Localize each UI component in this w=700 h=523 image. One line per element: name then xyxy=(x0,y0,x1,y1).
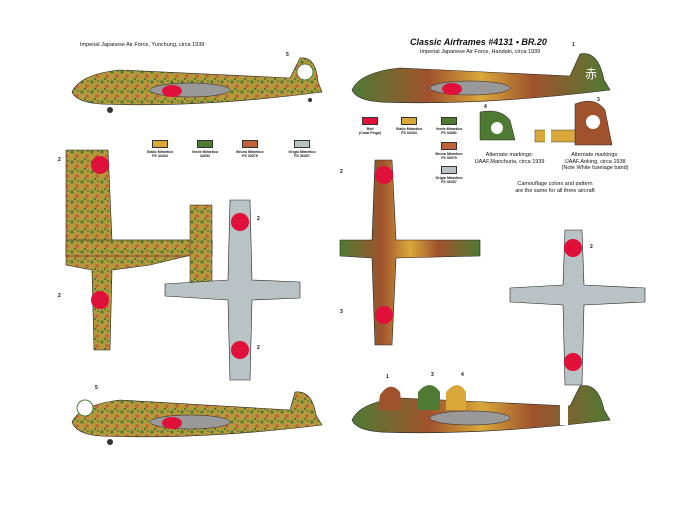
swatch-label: Grigio Mimetico xyxy=(435,176,463,180)
swatch-label: Bruno Mimetico xyxy=(236,150,264,154)
swatch-code: FS 36307 xyxy=(294,154,310,159)
callout-number: 5 xyxy=(95,385,98,391)
swatch-label: Bruno Mimetico xyxy=(435,152,463,156)
callout-number: 1 xyxy=(572,42,575,48)
callout-number: 4 xyxy=(484,104,487,110)
side-view-lower-right xyxy=(351,385,611,434)
top-view-camouflage xyxy=(65,149,213,351)
callout-number: 3 xyxy=(597,97,600,103)
swatch-label: Giallo Mimetico xyxy=(395,127,423,131)
side-view-yunchung xyxy=(71,57,323,113)
swatch-code: (Coral Finge) xyxy=(358,131,382,136)
callout-number: 4 xyxy=(461,372,464,378)
swatch-code: 34092 xyxy=(200,154,210,159)
side-view-handaki: 赤 xyxy=(351,53,611,104)
swatch-bruno xyxy=(441,142,457,150)
swatch-label: Verde Mimetico xyxy=(435,127,463,131)
swatch-code: FS 33434 xyxy=(401,131,417,136)
swatch-label: Grigio Mimetico xyxy=(288,150,316,154)
swatch-red xyxy=(362,117,378,125)
svg-text:赤: 赤 xyxy=(585,67,597,81)
swatch-label: Verde Mimetico xyxy=(191,150,219,154)
swatch-code: FS 30079 xyxy=(441,156,457,161)
swatch-label: Red xyxy=(366,127,374,131)
swatch-code: FS 33434 xyxy=(152,154,168,159)
callout-number: 1 xyxy=(386,374,389,380)
alt-marking-2-note: Alternate markings:IJAAF,Anking, circa 1… xyxy=(561,152,629,171)
callout-number: 2 xyxy=(58,157,61,163)
swatch-giallo xyxy=(152,140,168,148)
left-caption: Imperial Japanese Air Force, Yunchung, c… xyxy=(80,42,205,48)
sheet-title: Classic Airframes #4131 • BR.20 xyxy=(410,37,547,47)
swatch-code: FS 36307 xyxy=(441,180,457,185)
swatch-grigio xyxy=(294,140,310,148)
side-view-lower-left xyxy=(71,391,323,445)
callout-number: 2 xyxy=(340,169,343,175)
bottom-view-grey-right xyxy=(509,229,646,386)
callout-number: 2 xyxy=(257,216,260,222)
swatch-code: FS 34092 xyxy=(441,131,457,136)
swatch-code: FS 30079 xyxy=(242,154,258,159)
bottom-view-grey-left xyxy=(164,199,301,381)
callout-number: 2 xyxy=(58,293,61,299)
right-caption: Imperial Japanese Air Force, Handaki, ci… xyxy=(420,49,541,55)
alt-marking-1-note: Alternate markings:IJAAF,Manchuria, circ… xyxy=(474,152,545,165)
callout-number: 2 xyxy=(590,244,593,250)
callout-number: 5 xyxy=(286,52,289,58)
swatch-verde xyxy=(441,117,457,125)
top-view-right xyxy=(339,159,481,346)
swatch-grigio xyxy=(441,166,457,174)
callout-number: 3 xyxy=(340,309,343,315)
callout-number: 3 xyxy=(431,372,434,378)
swatch-verde xyxy=(197,140,213,148)
alternate-tail-markings xyxy=(479,100,613,146)
swatch-bruno xyxy=(242,140,258,148)
swatch-label: Giallo Mimetico xyxy=(146,150,174,154)
swatch-giallo xyxy=(401,117,417,125)
callout-number: 2 xyxy=(257,345,260,351)
